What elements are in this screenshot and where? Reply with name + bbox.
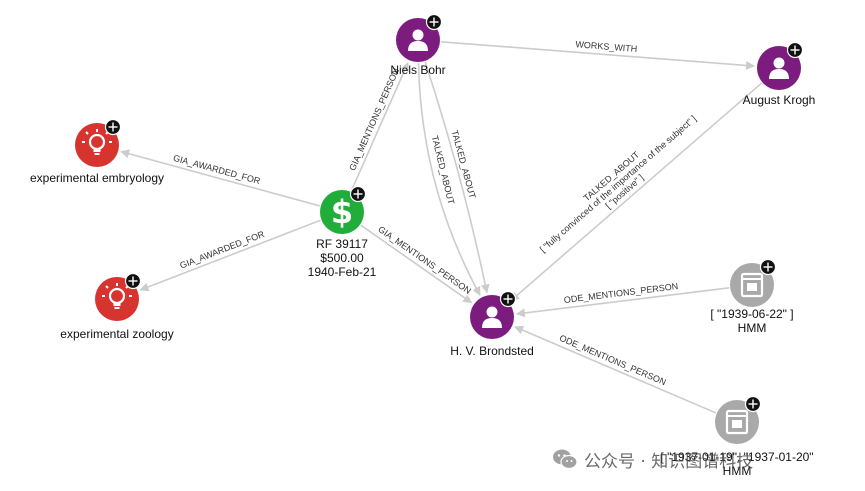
edge-label-bg [536, 112, 700, 256]
expand-icon[interactable] [499, 290, 517, 308]
edge-line[interactable] [139, 219, 321, 292]
node-label: HMM [738, 321, 767, 335]
edge-label-group: GIA_MENTIONS_PERSON [374, 222, 475, 298]
edge-e10[interactable]: ODE_MENTIONS_PERSON [514, 325, 717, 414]
document-icon [725, 409, 749, 435]
edge-label: GIA_MENTIONS_PERSON [347, 67, 401, 173]
edge-line[interactable] [350, 62, 409, 192]
edge-line[interactable] [120, 149, 321, 207]
node-label: H. V. Brondsted [450, 344, 534, 358]
edge-label-group: TALKED_ABOUT [429, 132, 457, 208]
watermark-text: 公众号 · 知识图谱科技 [584, 451, 754, 472]
grant-node-circle[interactable] [320, 190, 364, 234]
edge-label: TALKED_ABOUT [430, 135, 457, 206]
node-label: [ "1937-01-19", "1937-01-20" [660, 450, 813, 464]
person-icon [769, 57, 789, 79]
edge-label-bg [573, 39, 640, 55]
watermark: 公众号 · 知识图谱科技 [552, 446, 753, 472]
topic-node-circle[interactable] [75, 123, 119, 167]
edge-label-bg [176, 228, 268, 272]
node-krogh[interactable]: August Krogh [743, 41, 816, 108]
edge-label: GIA_MENTIONS_PERSON [376, 224, 473, 296]
edge-label-bg [346, 64, 403, 174]
person-icon [408, 29, 428, 51]
node-label: Niels Bohr [390, 63, 445, 77]
edge-e9[interactable]: ODE_MENTIONS_PERSON [515, 280, 730, 318]
node-doc1[interactable]: [ "1939-06-22" ]HMM [710, 258, 794, 336]
edge-line[interactable] [360, 224, 473, 304]
expand-icon[interactable] [349, 185, 367, 203]
edge-label-group: GIA_AWARDED_FOR [176, 228, 268, 272]
node-label: HMM [723, 464, 752, 478]
edge-label-bg [602, 170, 648, 212]
lightbulb-icon [102, 283, 132, 309]
expand-icon[interactable] [425, 13, 443, 31]
expand-icon[interactable] [104, 118, 122, 136]
wechat-icon [553, 449, 578, 470]
edges-layer: WORKS_WITH GIA_MENTIONS_PERSON TALKED_ABOU… [120, 39, 763, 414]
node-label: [ "1939-06-22" ] [710, 307, 793, 321]
edge-e5[interactable]: TALKED_ABOUT[ "fully convinced of the im… [510, 82, 763, 302]
edge-label-group: ODE_MENTIONS_PERSON [556, 332, 670, 389]
edge-e2[interactable]: GIA_MENTIONS_PERSON [346, 62, 409, 192]
person-icon [482, 306, 502, 328]
topic-node-circle[interactable] [95, 277, 139, 321]
edge-label-bg [556, 332, 670, 389]
node-label: experimental embryology [30, 171, 164, 185]
node-label: experimental zoology [60, 327, 173, 341]
edge-line[interactable] [417, 62, 481, 296]
edge-line[interactable] [514, 325, 717, 414]
dollar-icon: $ [331, 193, 353, 231]
edge-label-group: WORKS_WITH [573, 39, 640, 55]
node-label: RF 39117 [316, 237, 368, 251]
edge-e1[interactable]: WORKS_WITH [440, 39, 755, 70]
node-doc2[interactable]: [ "1937-01-19", "1937-01-20"HMM [660, 395, 814, 479]
document-icon [740, 272, 764, 298]
node-brondsted[interactable]: H. V. Brondsted [450, 290, 534, 359]
node-zoology[interactable]: experimental zoology [60, 272, 174, 342]
edge-line[interactable] [424, 61, 490, 294]
svg-text:$: $ [331, 193, 353, 231]
node-label: $500.00 [320, 251, 364, 265]
expand-icon[interactable] [759, 258, 777, 276]
node-bohr[interactable]: Niels Bohr [390, 13, 446, 78]
node-label: August Krogh [743, 93, 816, 107]
edge-e8[interactable]: GIA_MENTIONS_PERSON [360, 222, 475, 304]
node-label: 1940-Feb-21 [308, 265, 377, 279]
expand-icon[interactable] [744, 395, 762, 413]
node-embryology[interactable]: experimental embryology [30, 118, 164, 186]
expand-icon[interactable] [786, 41, 804, 59]
edge-e7[interactable]: GIA_AWARDED_FOR [139, 219, 321, 292]
edge-line[interactable] [515, 287, 730, 318]
edge-label: GIA_AWARDED_FOR [178, 229, 266, 271]
edge-label-bg [374, 222, 475, 298]
edge-label-group: GIA_MENTIONS_PERSON [346, 64, 403, 174]
edge-label: [ "fully convinced of the importance of … [538, 113, 698, 254]
edge-line[interactable] [510, 82, 763, 302]
edge-label-bg [449, 127, 479, 202]
edge-line[interactable] [440, 40, 755, 70]
edge-label: ODE_MENTIONS_PERSON [558, 333, 668, 388]
edge-label-group: TALKED_ABOUT[ "fully convinced of the im… [536, 112, 700, 256]
edge-label: WORKS_WITH [575, 39, 638, 54]
edge-label-bg [580, 148, 643, 205]
expand-icon[interactable] [124, 272, 142, 290]
edge-label-bg [429, 132, 457, 208]
edge-label-bg [561, 280, 681, 306]
edge-label-bg [170, 152, 264, 187]
